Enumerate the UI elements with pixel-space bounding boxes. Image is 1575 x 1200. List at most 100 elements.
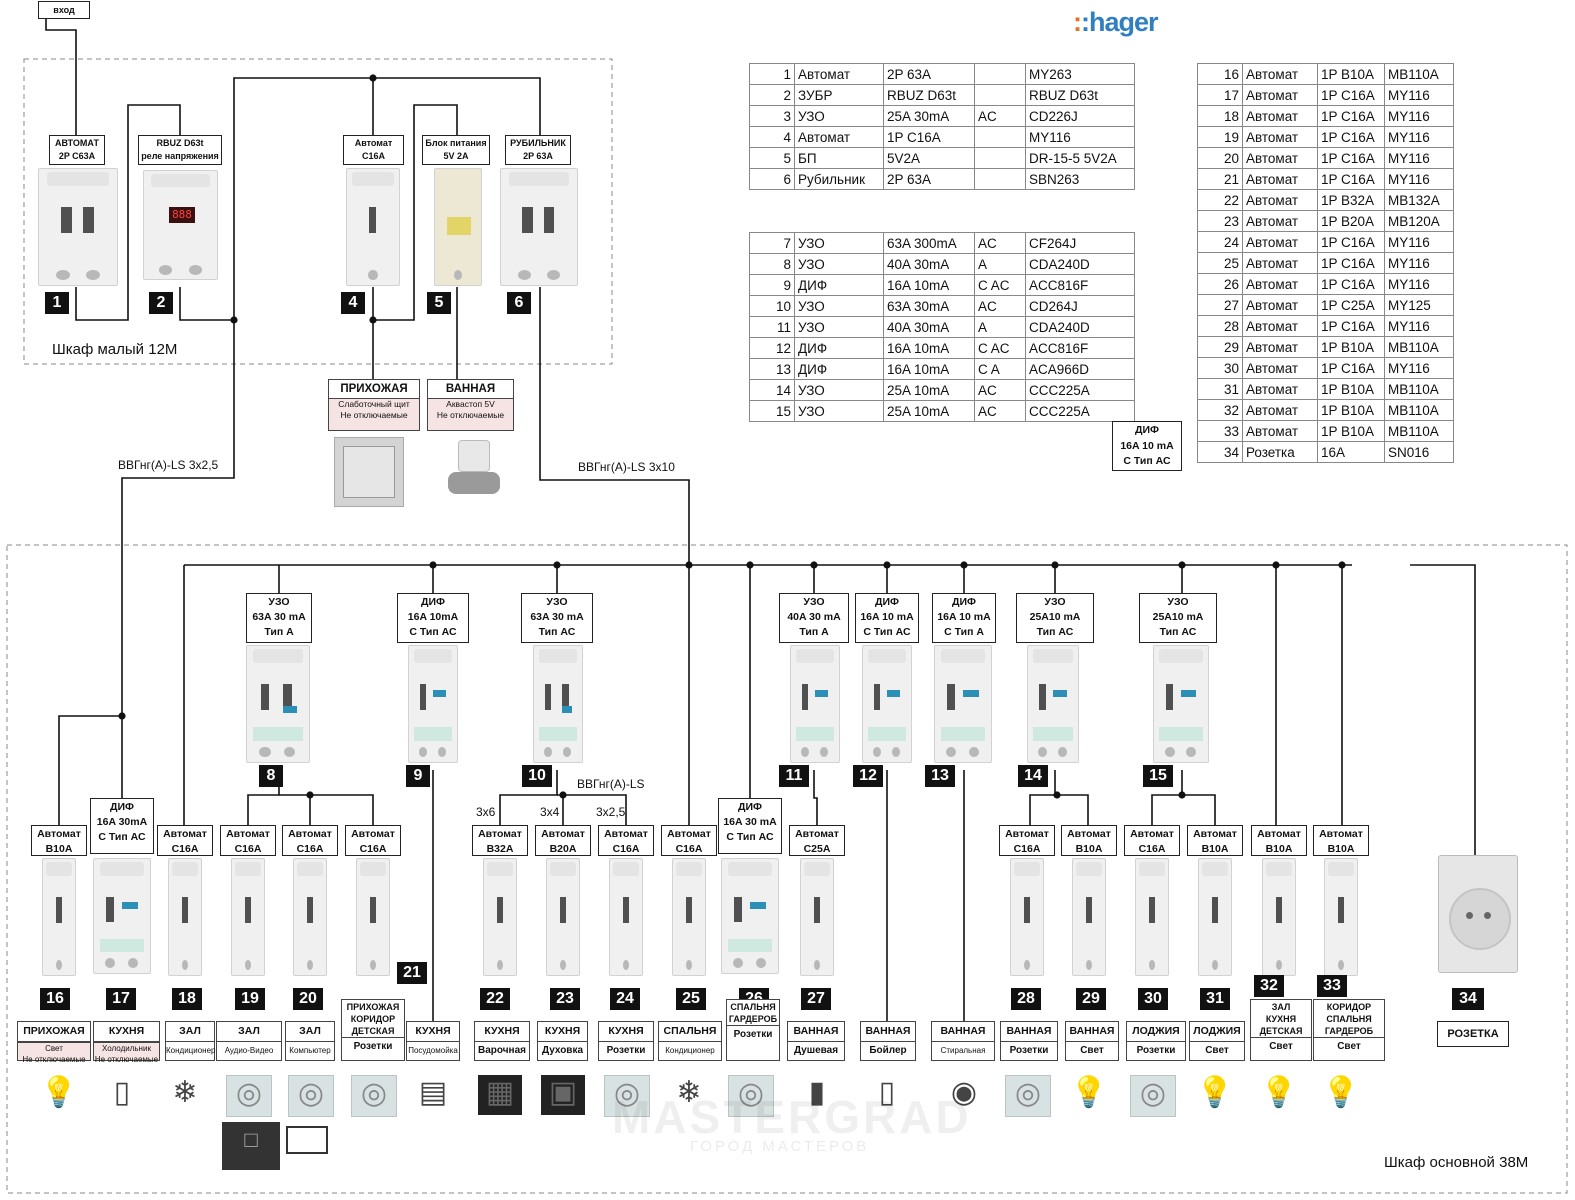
device-number: 12 bbox=[853, 765, 883, 787]
load-caption-title: ЗАЛ bbox=[179, 1025, 201, 1037]
load-caption-sub: Кондиционер bbox=[166, 1041, 215, 1060]
table-cell: Автомат bbox=[1242, 336, 1318, 358]
load-caption-title: КУХНЯ bbox=[415, 1025, 451, 1037]
table-cell: 1P C16A bbox=[1317, 357, 1385, 379]
oven-icon: ▣ bbox=[541, 1075, 585, 1115]
table-cell: УЗО bbox=[794, 105, 884, 127]
load-caption-title: ЛОДЖИЯ bbox=[1193, 1025, 1241, 1037]
load-caption-title: ЗАЛ КУХНЯ ДЕТСКАЯ bbox=[1259, 1002, 1303, 1036]
breaker-image bbox=[546, 858, 580, 976]
socket-icon: ◎ bbox=[351, 1075, 397, 1117]
wire bbox=[58, 715, 123, 825]
table-cell: CDA240D bbox=[1025, 253, 1135, 275]
breaker-image bbox=[800, 858, 834, 976]
main-cabinet-border bbox=[6, 544, 1568, 1194]
table-cell: MY116 bbox=[1384, 315, 1454, 337]
breaker-label: Автомат B32A bbox=[472, 825, 528, 856]
device-number: 16 bbox=[40, 988, 70, 1010]
socket-icon: ◎ bbox=[728, 1075, 774, 1117]
table-cell: Автомат bbox=[1242, 273, 1318, 295]
table-cell: AC bbox=[974, 379, 1026, 401]
wire bbox=[45, 19, 77, 135]
table-cell: Автомат bbox=[1242, 147, 1318, 169]
table-cell: 11 bbox=[749, 316, 795, 338]
load-caption: КУХНЯ Посудомойка bbox=[406, 1021, 460, 1061]
table-cell: CD264J bbox=[1025, 295, 1135, 317]
socket-icon: ◎ bbox=[1005, 1075, 1051, 1117]
junction-dot bbox=[746, 561, 754, 569]
load-caption-sub: Свет bbox=[1066, 1041, 1118, 1060]
load-caption-title: ВАННАЯ bbox=[865, 1025, 911, 1037]
table-cell: Автомат bbox=[1242, 126, 1318, 148]
wire bbox=[1151, 770, 1183, 825]
table-cell: MB110A bbox=[1384, 336, 1454, 358]
breaker-image bbox=[1198, 858, 1232, 976]
table-cell: Автомат bbox=[1242, 84, 1318, 106]
small-cabinet-title: Шкаф малый 12М bbox=[52, 341, 178, 358]
wire bbox=[75, 104, 181, 321]
switch-disconnector-image bbox=[500, 168, 578, 286]
small-device-label: РУБИЛЬНИК 2P 63A bbox=[505, 135, 571, 165]
load-caption-title: КУХНЯ bbox=[608, 1025, 644, 1037]
load-caption-sub: Посудомойка bbox=[407, 1041, 459, 1060]
wire bbox=[1410, 564, 1476, 855]
device-number: 27 bbox=[801, 988, 831, 1010]
device-number: 20 bbox=[293, 988, 323, 1010]
load-caption-title: ВАННАЯ bbox=[793, 1025, 839, 1037]
device-number: 10 bbox=[522, 765, 552, 787]
device-number: 24 bbox=[610, 988, 640, 1010]
wire bbox=[121, 320, 235, 716]
hager-logo: ::hager bbox=[1073, 7, 1159, 37]
table-cell: ДИФ bbox=[794, 274, 884, 296]
table-cell: MY116 bbox=[1384, 126, 1454, 148]
hager-logo-text: :hager bbox=[1081, 7, 1159, 37]
breaker-label: Автомат C16A bbox=[282, 825, 338, 856]
table-cell: 1P C16A bbox=[1317, 126, 1385, 148]
rcd-image bbox=[246, 645, 310, 763]
wire bbox=[373, 104, 458, 321]
junction-dot bbox=[1338, 561, 1346, 569]
junction-dot bbox=[559, 791, 567, 799]
breaker-image bbox=[1072, 858, 1106, 976]
table-cell: 16A 10mA bbox=[883, 274, 975, 296]
bulb-icon: 💡 bbox=[1196, 1076, 1234, 1109]
table-cell: MB120A bbox=[1384, 210, 1454, 232]
dishwasher-icon: ▤ bbox=[418, 1076, 448, 1109]
table-cell: Автомат bbox=[1242, 252, 1318, 274]
breaker-label: ДИФ 16A 30mA С Тип АС bbox=[90, 798, 154, 854]
output-caption-line: Не отключаемые bbox=[340, 410, 408, 420]
table-cell: 25A 10mA bbox=[883, 379, 975, 401]
table-cell: C AC bbox=[974, 337, 1026, 359]
table-cell: MB132A bbox=[1384, 189, 1454, 211]
table-cell: 13 bbox=[749, 358, 795, 380]
boiler-icon: ▯ bbox=[878, 1076, 896, 1109]
table-cell: 20 bbox=[1197, 147, 1243, 169]
table-cell: ACC816F bbox=[1025, 274, 1135, 296]
table-cell: Автомат bbox=[1242, 210, 1318, 232]
table-cell: 27 bbox=[1197, 294, 1243, 316]
output-caption-title: ПРИХОЖАЯ bbox=[329, 380, 419, 399]
breaker-label: Автомат B20A bbox=[535, 825, 591, 856]
load-caption-sub: Бойлер bbox=[861, 1041, 915, 1060]
table-cell: 25 bbox=[1197, 252, 1243, 274]
table-cell: 1P B10A bbox=[1317, 336, 1385, 358]
